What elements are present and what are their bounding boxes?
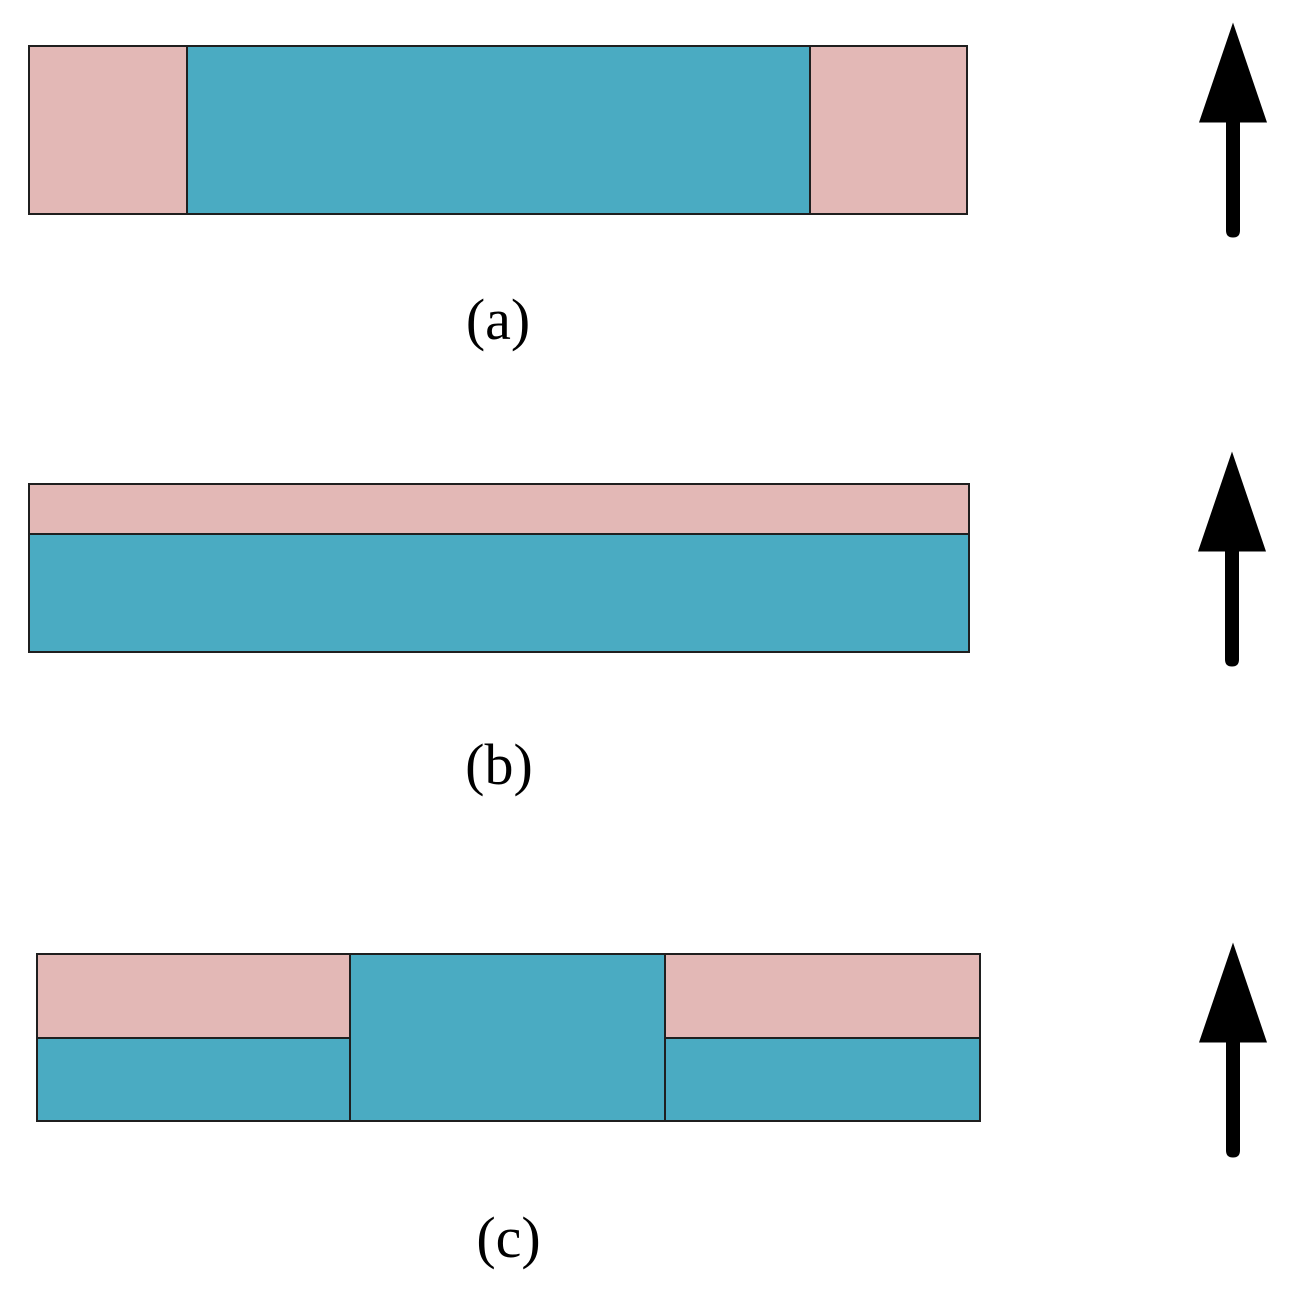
layer-bar-c [36, 953, 981, 1122]
segment-left-pink [30, 47, 186, 213]
up-arrow-c-icon [1199, 942, 1267, 1158]
column-left [38, 955, 350, 1120]
arrow-shaft [1226, 121, 1240, 238]
panel-b-label: (b) [465, 732, 533, 797]
layer-bar-b [28, 483, 970, 653]
segment-middle-teal [351, 955, 665, 1120]
arrow-shaft [1225, 550, 1239, 667]
segment-bottom-teal [30, 532, 968, 651]
arrow-head [1198, 451, 1266, 552]
up-arrow-a-icon [1199, 22, 1267, 238]
segment-center-teal [185, 47, 810, 213]
column-right [664, 955, 979, 1120]
arrow-shaft [1226, 1041, 1240, 1158]
segment-left-bottom-teal [38, 1036, 350, 1120]
arrow-head [1199, 22, 1267, 123]
up-arrow-b-icon [1198, 451, 1266, 667]
arrow-head [1199, 942, 1267, 1043]
segment-right-pink [809, 47, 966, 213]
panel-c-label: (c) [476, 1205, 541, 1270]
panel-a-label: (a) [465, 287, 531, 352]
column-middle [349, 955, 665, 1120]
segment-top-pink [30, 485, 968, 533]
layer-bar-a [28, 45, 968, 215]
segment-right-top-pink [666, 955, 979, 1037]
segment-right-bottom-teal [666, 1036, 979, 1120]
segment-left-top-pink [38, 955, 350, 1037]
